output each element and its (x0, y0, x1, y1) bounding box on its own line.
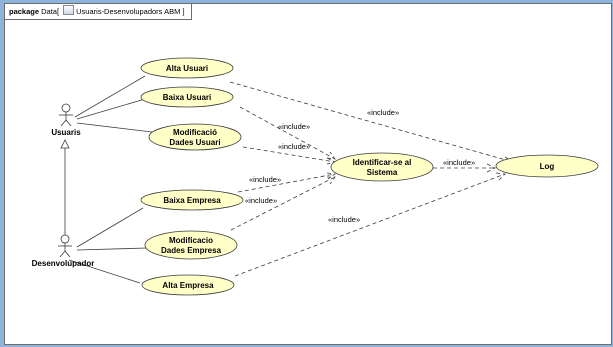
include-arrow-identificar-log (486, 163, 496, 173)
actor-head (60, 234, 70, 244)
include-labels: «include» «include» «include» «include» … (245, 108, 475, 224)
include-label: «include» (249, 175, 281, 184)
diagram-frame: package Data[ Usuaris-Desenvolupadors AB… (4, 3, 612, 345)
diagram-title: Usuaris-Desenvolupadors ABM (76, 7, 181, 16)
use-case-label: Dades Usuari (169, 138, 220, 147)
use-case-modificacio-empresa[interactable]: Modificacio Dades Empresa (144, 230, 238, 260)
associations (60, 75, 153, 284)
assoc-usuaris-modificacio (76, 122, 153, 133)
assoc-dev-baixa-empresa (76, 207, 144, 248)
include-label: «include» (245, 196, 277, 205)
include-label: «include» (278, 122, 310, 131)
actor-leg (59, 250, 66, 258)
include-modificacio-empresa-identificar (230, 176, 336, 231)
actor-desenvolupador-label: Desenvolupador (32, 259, 95, 268)
actor-leg (65, 119, 72, 127)
actor-leg (64, 250, 71, 258)
use-case-label: Baixa Usuari (163, 93, 211, 102)
use-case-identificar[interactable]: Identificar-se al Sistema (330, 152, 434, 182)
assoc-usuaris-baixa (76, 98, 146, 120)
include-modificacio-identificar (242, 146, 336, 163)
include-arrow-baixa-empresa-identificar (326, 172, 337, 180)
include-baixa-identificar (239, 106, 336, 160)
generalization-arrowhead (60, 139, 70, 149)
assoc-usuaris-alta (74, 75, 146, 118)
actor-leg (60, 119, 67, 127)
package-name: Data (41, 7, 57, 16)
use-case-label: Modificació (173, 128, 217, 137)
use-case-label: Modificacio (169, 236, 213, 245)
actor-usuaris-label: Usuaris (51, 128, 81, 137)
include-arrow-baixa-identificar (326, 151, 336, 160)
include-label: «include» (328, 215, 360, 224)
use-case-alta-empresa[interactable]: Alta Empresa (141, 274, 235, 296)
usecase-diagram-icon (63, 5, 75, 15)
use-case-label: Dades Empresa (161, 246, 222, 255)
include-dependencies (229, 81, 515, 277)
use-case-baixa-empresa[interactable]: Baixa Empresa (140, 189, 244, 211)
assoc-dev-modificacio-empresa (76, 247, 148, 251)
use-case-label: Identificar-se al (353, 158, 412, 167)
use-case-label: Log (540, 162, 555, 171)
package-keyword: package (9, 7, 40, 16)
include-alta-log (229, 81, 514, 163)
use-case-modificacio-usuari[interactable]: Modificació Dades Usuari (148, 123, 242, 151)
include-label: «include» (367, 108, 399, 117)
use-case-baixa-usuari[interactable]: Baixa Usuari (140, 86, 234, 108)
include-label: «include» (278, 142, 310, 151)
use-case-label: Alta Usuari (166, 64, 208, 73)
include-baixa-empresa-identificar (237, 173, 336, 193)
use-case-label: Alta Empresa (162, 281, 214, 290)
actor-desenvolupador: Desenvolupador (32, 234, 95, 268)
actor-head (61, 103, 71, 113)
use-case-diagram: «include» «include» «include» «include» … (32, 57, 599, 296)
use-case-label: Baixa Empresa (163, 196, 221, 205)
use-case-log[interactable]: Log (495, 154, 599, 178)
assoc-dev-alta-empresa (68, 259, 141, 284)
include-arrow-alta-empresa-log (495, 172, 506, 181)
include-label: «include» (443, 158, 475, 167)
package-tab: package Data[ Usuaris-Desenvolupadors AB… (5, 4, 192, 20)
actor-usuaris: Usuaris (51, 103, 81, 137)
use-case-alta-usuari[interactable]: Alta Usuari (140, 57, 234, 79)
include-arrow-modificacio-empresa-identificar (327, 176, 336, 185)
use-case-label: Sistema (367, 168, 398, 177)
include-alta-empresa-log (234, 173, 506, 277)
